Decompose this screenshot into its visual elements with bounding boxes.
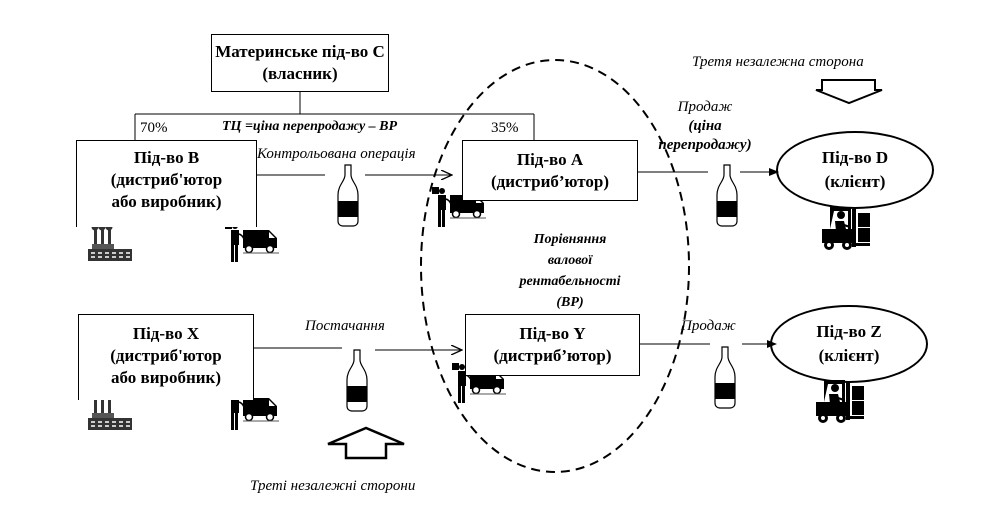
entity-a-box: Під-во A (дистриб’ютор) bbox=[462, 140, 638, 201]
entity-a-title: Під-во A bbox=[516, 150, 584, 169]
ownership-pct-a: 35% bbox=[491, 120, 519, 136]
entity-b-box: Під-во B (дистриб'ютор або виробник) bbox=[76, 140, 257, 227]
bottle-icon bbox=[346, 349, 368, 412]
ownership-pct-b: 70% bbox=[140, 120, 168, 136]
forklift-icon bbox=[815, 379, 865, 424]
entity-d-title: Під-во D bbox=[821, 148, 889, 167]
delivery-truck-icon bbox=[224, 221, 280, 263]
parent-company-box: Материнське під-во С (власник) bbox=[211, 34, 389, 92]
sale-top-line1: Продаж bbox=[677, 99, 733, 115]
third-party-top-label: Третя незалежна сторона bbox=[692, 54, 864, 70]
entity-d-role: (клієнт) bbox=[824, 172, 886, 191]
sale-top-label: Продаж (ціна перепродажу) bbox=[640, 98, 770, 155]
entity-x-role-2: або виробник) bbox=[110, 368, 221, 387]
entity-y-role: (дистриб’ютор) bbox=[493, 346, 612, 365]
parent-title: Материнське під-во С bbox=[215, 42, 385, 61]
entity-b-role-2: або виробник) bbox=[111, 192, 222, 211]
comparison-line1: Порівняння bbox=[533, 232, 607, 247]
factory-icon bbox=[88, 223, 132, 261]
entity-a-role: (дистриб’ютор) bbox=[490, 172, 610, 191]
entity-x-role: (дистриб'ютор bbox=[110, 346, 222, 365]
entity-z-title: Під-во Z bbox=[816, 322, 882, 341]
entity-b-title: Під-во B bbox=[133, 148, 200, 167]
sale-top-line3: перепродажу) bbox=[658, 137, 752, 153]
forklift-icon bbox=[821, 206, 871, 251]
transfer-price-formula: ТЦ =ціна перепродажу – ВР bbox=[222, 119, 398, 134]
sale-top-line2: (ціна bbox=[688, 118, 722, 134]
entity-z-role: (клієнт) bbox=[818, 346, 880, 365]
comparison-line4: (ВР) bbox=[556, 295, 584, 310]
supply-label: Постачання bbox=[305, 318, 385, 334]
entity-x-box: Під-во X (дистриб'ютор або виробник) bbox=[78, 314, 254, 400]
controlled-transaction-label: Контрольована операція bbox=[257, 146, 416, 162]
gross-margin-comparison-label: Порівняння валової рентабельності (ВР) bbox=[490, 229, 650, 313]
entity-d-oval: Під-во D (клієнт) bbox=[776, 131, 934, 209]
third-parties-bottom-label: Треті незалежні сторони bbox=[250, 478, 416, 494]
bottle-icon bbox=[337, 164, 359, 227]
entity-b-role: (дистриб'ютор bbox=[110, 170, 223, 189]
sale-bottom-label: Продаж bbox=[681, 318, 736, 334]
hollow-arrow-up-icon bbox=[327, 426, 405, 460]
entity-x-title: Під-во X bbox=[132, 324, 200, 343]
entity-z-oval: Під-во Z (клієнт) bbox=[770, 305, 928, 383]
hollow-arrow-down-icon bbox=[815, 79, 883, 105]
entity-y-box: Під-во Y (дистриб’ютор) bbox=[465, 314, 640, 376]
comparison-line2: валової bbox=[547, 253, 593, 268]
bottle-icon bbox=[716, 164, 738, 227]
bottle-icon bbox=[714, 346, 736, 409]
entity-y-title: Під-во Y bbox=[519, 324, 586, 343]
comparison-line3: рентабельності bbox=[519, 274, 621, 289]
parent-subtitle: (власник) bbox=[262, 64, 338, 83]
